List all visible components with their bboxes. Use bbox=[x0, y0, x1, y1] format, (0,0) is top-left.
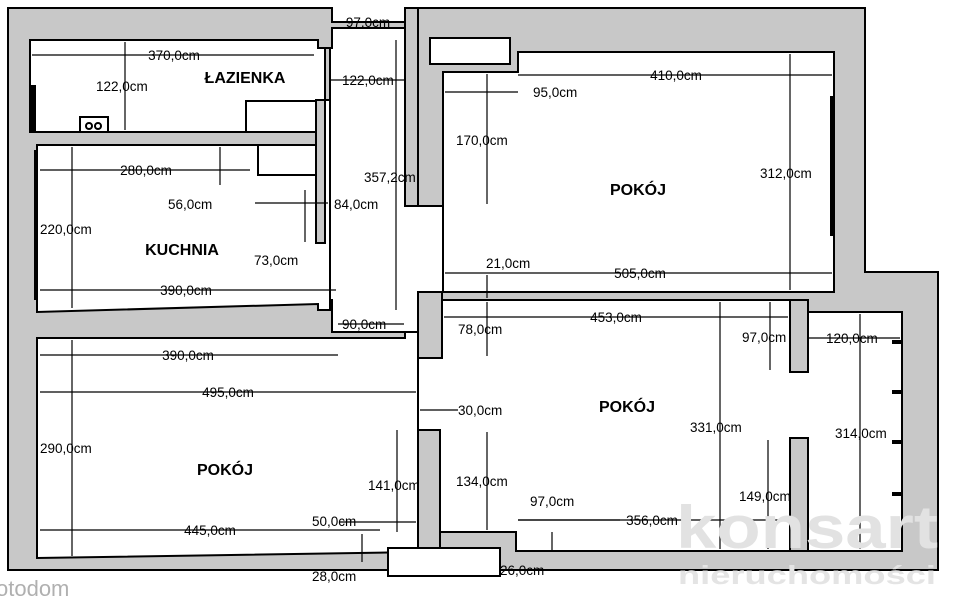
dimension-label: 122,0cm bbox=[342, 73, 394, 88]
dimension-label: 410,0cm bbox=[650, 68, 702, 83]
dimension-label: 56,0cm bbox=[168, 197, 212, 212]
inner-walls bbox=[315, 7, 809, 553]
room-label-middle-right: POKÓJ bbox=[599, 397, 655, 416]
dimension-label: 314,0cm bbox=[835, 426, 887, 441]
dimension-label: 97,0cm bbox=[530, 494, 574, 509]
dimension-label: 357,2cm bbox=[364, 170, 416, 185]
dimension-label: 220,0cm bbox=[40, 222, 92, 237]
watermark-brand: konsart bbox=[676, 494, 938, 561]
dimension-label: 26,0cm bbox=[500, 563, 544, 578]
dimension-label: 312,0cm bbox=[760, 166, 812, 181]
dimension-label: 390,0cm bbox=[160, 283, 212, 298]
dimension-label: 95,0cm bbox=[533, 85, 577, 100]
room-label-bathroom: ŁAZIENKA bbox=[205, 70, 286, 87]
room-labels: ŁAZIENKA KUCHNIA POKÓJ POKÓJ POKÓJ bbox=[145, 70, 666, 479]
dimension-lines bbox=[32, 21, 900, 562]
fixtures bbox=[30, 37, 902, 577]
kitchen-counter bbox=[257, 144, 317, 176]
dimension-label: 28,0cm bbox=[312, 569, 356, 584]
dimension-label: 97,0cm bbox=[742, 330, 786, 345]
wardrobe bbox=[429, 37, 511, 65]
dimension-label: 122,0cm bbox=[96, 79, 148, 94]
dimension-label: 170,0cm bbox=[456, 133, 508, 148]
cabinet bbox=[245, 100, 317, 133]
dimension-label: 50,0cm bbox=[312, 514, 356, 529]
room-label-kitchen: KUCHNIA bbox=[145, 242, 219, 259]
watermark-portal: otodom bbox=[0, 576, 69, 601]
dimension-label: 356,0cm bbox=[626, 513, 678, 528]
dimension-label: 370,0cm bbox=[148, 48, 200, 63]
dimension-label: 390,0cm bbox=[162, 348, 214, 363]
dimension-label: 134,0cm bbox=[456, 474, 508, 489]
dimension-label: 73,0cm bbox=[254, 253, 298, 268]
watermark-text: konsart nieruchomości otodom bbox=[0, 494, 938, 601]
dimension-label: 90,0cm bbox=[342, 317, 386, 332]
dimension-label: 78,0cm bbox=[458, 322, 502, 337]
watermark-subtitle: nieruchomości bbox=[678, 560, 936, 590]
dimension-label: 97,0cm bbox=[346, 15, 390, 30]
dimension-label: 331,0cm bbox=[690, 420, 742, 435]
dimension-label: 84,0cm bbox=[334, 197, 378, 212]
dimension-label: 290,0cm bbox=[40, 441, 92, 456]
stove-burner-icon bbox=[85, 122, 93, 130]
room-label-bottom-left: POKÓJ bbox=[197, 460, 253, 479]
dimension-label: 445,0cm bbox=[184, 523, 236, 538]
dimension-label: 30,0cm bbox=[458, 403, 502, 418]
dimension-label: 149,0cm bbox=[739, 489, 791, 504]
dimension-label: 453,0cm bbox=[590, 310, 642, 325]
dimension-label: 120,0cm bbox=[826, 331, 878, 346]
radiator bbox=[387, 547, 501, 577]
dimension-label: 21,0cm bbox=[486, 256, 530, 271]
dimension-label: 505,0cm bbox=[614, 266, 666, 281]
dimension-label: 280,0cm bbox=[120, 163, 172, 178]
dimension-label: 141,0cm bbox=[368, 478, 420, 493]
dimension-labels: 97,0cm 370,0cm 122,0cm 122,0cm 410,0cm 9… bbox=[40, 15, 887, 584]
stove-burner-icon bbox=[94, 122, 102, 130]
room-label-top-right: POKÓJ bbox=[610, 180, 666, 199]
stove bbox=[79, 116, 109, 133]
dimension-label: 495,0cm bbox=[202, 385, 254, 400]
